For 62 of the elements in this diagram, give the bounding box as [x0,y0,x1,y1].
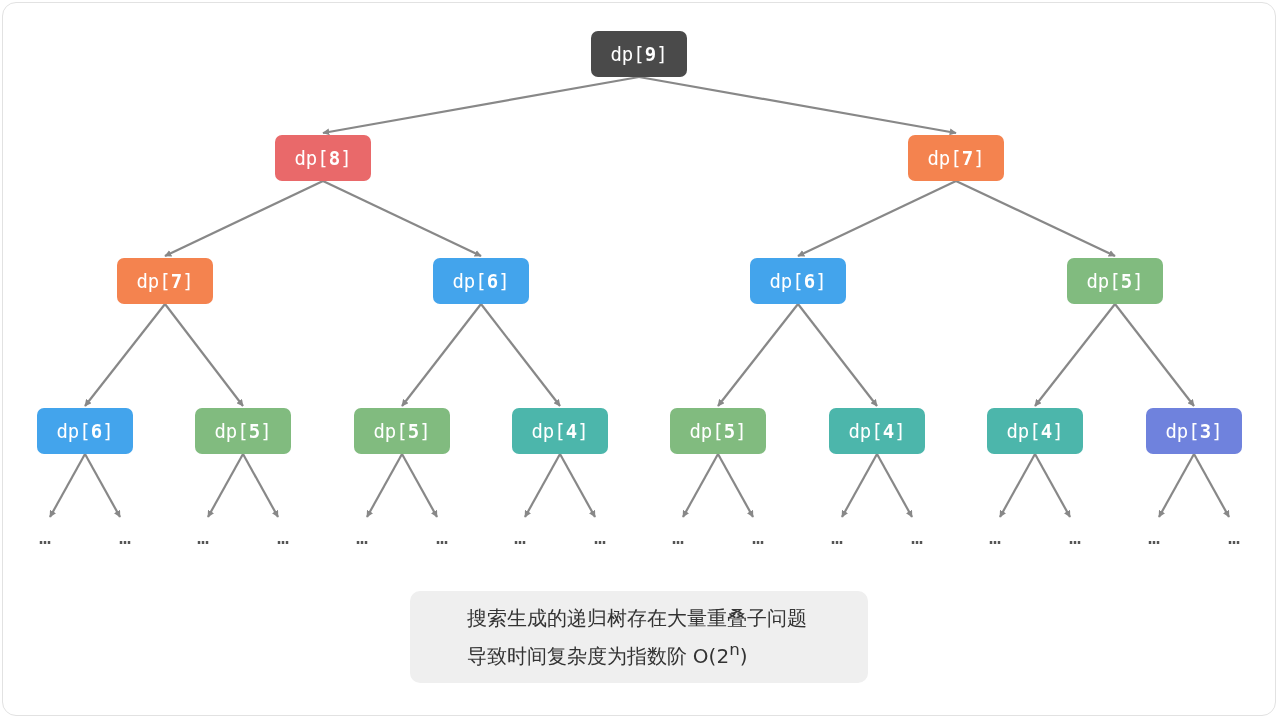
state-box: dp[5] [1067,258,1163,304]
arrow [322,75,640,136]
state-box: dp[4] [829,408,925,454]
ellipsis-text: … [188,527,218,547]
arrow [401,303,482,407]
ellipsis-text: … [1139,527,1169,547]
arrow [164,180,324,257]
state-box: dp[6] [433,258,529,304]
arrow [559,453,596,518]
state-box: dp[9] [591,31,687,77]
arrow [322,180,482,257]
arrow [1034,303,1116,407]
ellipsis-text: … [427,527,457,547]
ellipsis-text: … [505,527,535,547]
arrow [797,180,957,257]
arrow [207,453,244,518]
ellipsis-text: … [663,527,693,547]
arrow [876,453,913,518]
arrow [401,453,438,518]
state-box: dp[8] [275,135,371,181]
ellipsis-text: … [30,527,60,547]
arrow [638,75,957,136]
arrow [164,303,244,407]
ellipsis-text: … [980,527,1010,547]
arrow [955,180,1116,257]
arrow [480,303,561,407]
state-box: dp[5] [670,408,766,454]
arrow [242,453,279,518]
state-box: dp[4] [987,408,1083,454]
state-box: dp[3] [1146,408,1242,454]
state-box: dp[5] [195,408,291,454]
arrow [717,453,754,518]
arrow [84,453,121,518]
ellipsis-text: … [585,527,615,547]
state-box: dp[7] [117,258,213,304]
arrow [84,303,166,407]
arrow [717,303,799,407]
state-box: dp[6] [750,258,846,304]
arrow [1193,453,1230,518]
arrow [1034,453,1071,518]
state-box: dp[4] [512,408,608,454]
arrow [841,453,878,518]
state-box: dp[5] [354,408,450,454]
ellipsis-text: … [268,527,298,547]
state-box: dp[6] [37,408,133,454]
ellipsis-text: … [743,527,773,547]
arrow [49,453,86,518]
arrow [797,303,878,407]
note-text: 搜索生成的递归树存在大量重叠子问题导致时间复杂度为指数阶 O(2$^{n}$) [466,605,808,670]
ellipsis-text: … [347,527,377,547]
ellipsis-text: … [822,527,852,547]
arrow [999,453,1036,518]
ellipsis-text: … [1219,527,1249,547]
arrow [366,453,403,518]
ellipsis-text: … [1060,527,1090,547]
arrow [1158,453,1195,518]
ellipsis-text: … [902,527,932,547]
arrow [1114,303,1195,407]
arrow [524,453,561,518]
arrow [682,453,719,518]
state-box: dp[7] [908,135,1004,181]
ellipsis-text: … [110,527,140,547]
